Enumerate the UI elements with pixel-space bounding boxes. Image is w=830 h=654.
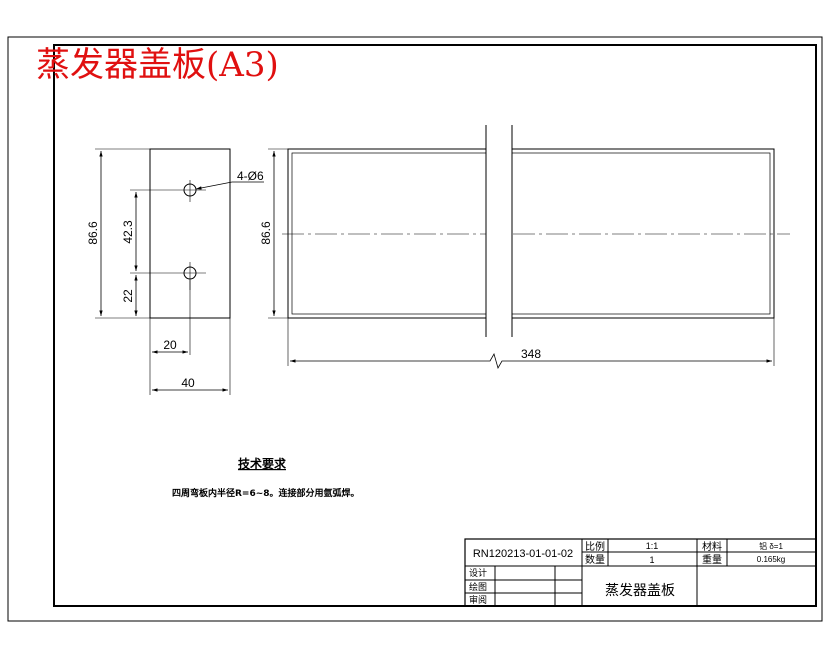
right-view-inner — [291, 152, 771, 315]
right-view-outer — [287, 148, 775, 319]
right-view — [282, 148, 790, 319]
dim-bottom-offset: 22 — [121, 289, 135, 303]
tb-material-label: 材料 — [702, 540, 722, 553]
notes-body: 四周弯板内半径R=6~8。连接部分用氩弧焊。 — [172, 487, 360, 499]
dim-left-height: 86.6 — [86, 221, 100, 245]
dim-hole-spacing: 42.3 — [121, 220, 135, 244]
dim-hole-callout: 4-Ø6 — [237, 169, 264, 183]
sheet-inner-frame — [53, 44, 817, 607]
sheet-outer-border — [7, 36, 823, 622]
tb-scale-value: 1:1 — [646, 541, 659, 551]
dim-hole-x: 20 — [163, 338, 177, 352]
dim-right-length: 348 — [521, 347, 541, 361]
tb-review-label: 审阅 — [469, 594, 487, 605]
title-block — [464, 538, 817, 607]
dim-length-line — [290, 352, 772, 370]
dim-right-height: 86.6 — [259, 221, 273, 245]
notes-heading: 技术要求 — [238, 456, 287, 471]
sheet-title: 蒸发器盖板(A3) — [36, 45, 279, 85]
tb-part-name: 蒸发器盖板 — [605, 582, 675, 598]
tb-design-label: 设计 — [469, 567, 487, 578]
tb-weight-value: 0.165kg — [757, 555, 785, 564]
tb-drawn-label: 绘图 — [469, 581, 487, 592]
tb-material-value: 铝 δ=1 — [759, 541, 783, 551]
tb-weight-label: 重量 — [702, 553, 722, 566]
left-view — [95, 148, 264, 395]
dim-left-width: 40 — [181, 376, 195, 390]
tb-qty-value: 1 — [649, 555, 654, 565]
break-gap — [486, 125, 512, 337]
tb-scale-label: 比例 — [585, 540, 605, 553]
tb-drawing-no: RN120213-01-01-02 — [473, 548, 573, 560]
tb-qty-label: 数量 — [585, 553, 605, 566]
